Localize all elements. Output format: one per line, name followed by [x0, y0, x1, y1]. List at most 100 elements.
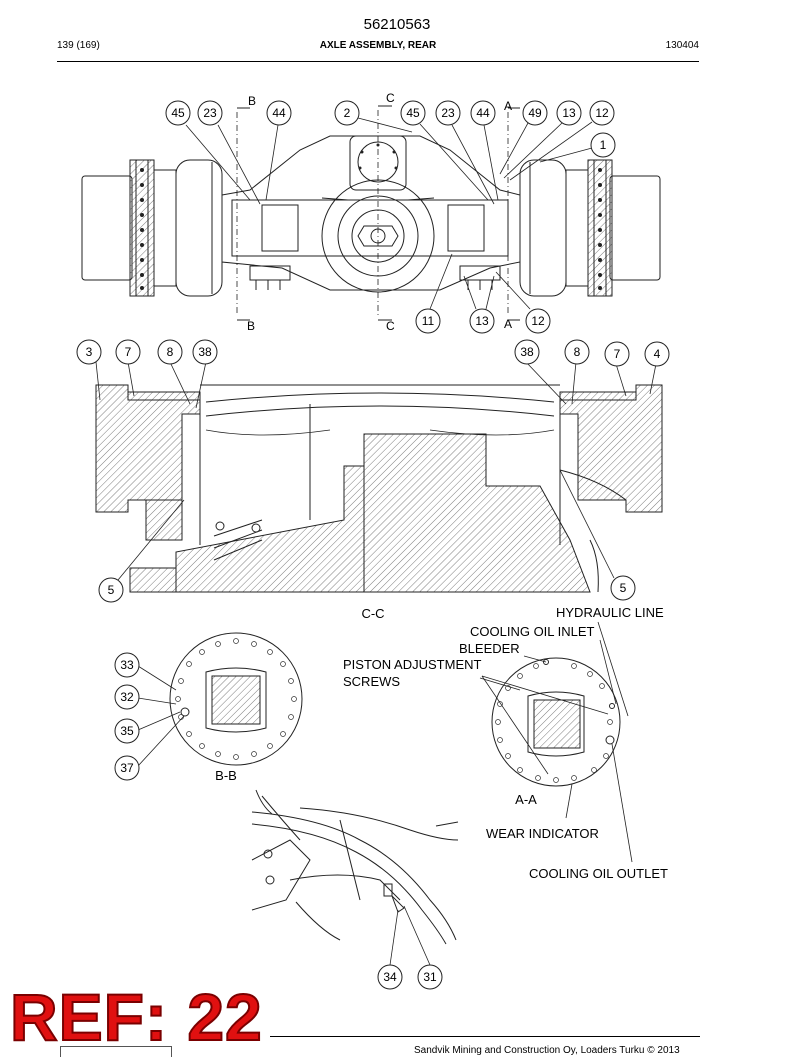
svg-text:5: 5 [620, 581, 627, 595]
callout-12-bottom: 12 [525, 308, 551, 334]
header-divider [57, 61, 699, 62]
section-arrows [237, 105, 520, 321]
leader-lines-middle [95, 361, 657, 581]
svg-text:5: 5 [108, 583, 115, 597]
callout-45-left: 45 [165, 100, 191, 126]
svg-text:7: 7 [614, 347, 621, 361]
callouts-middle: 3 7 8 38 38 8 7 4 5 5 [76, 339, 670, 603]
svg-text:44: 44 [476, 106, 490, 120]
callout-12-top: 12 [589, 100, 615, 126]
hub-bolts [140, 143, 602, 290]
callout-13-bottom: 13 [469, 308, 495, 334]
callout-45-right: 45 [400, 100, 426, 126]
doc-number: 56210563 [363, 16, 431, 33]
leader-lines-detail [389, 905, 431, 966]
page-title: AXLE ASSEMBLY, REAR [319, 40, 437, 51]
svg-text:13: 13 [562, 106, 576, 120]
svg-text:23: 23 [203, 106, 217, 120]
callouts-detail: 34 31 [377, 964, 443, 990]
callout-34: 34 [377, 964, 403, 990]
callout-8-right: 8 [564, 339, 590, 365]
callout-35: 35 [114, 718, 140, 744]
section-label-aa: A-A [515, 792, 537, 807]
svg-text:34: 34 [383, 970, 397, 984]
label-cooling-oil-inlet: COOLING OIL INLET [470, 624, 595, 639]
section-mark-a-top: A [504, 99, 512, 113]
svg-text:31: 31 [423, 970, 437, 984]
callout-7-right: 7 [604, 341, 630, 367]
axle-top-view [81, 135, 661, 297]
section-label-cc: C-C [361, 606, 384, 621]
callouts-top: 45 23 44 2 45 23 44 49 13 12 1 11 13 12 [165, 100, 616, 334]
section-aa-view [491, 657, 621, 787]
svg-text:35: 35 [120, 724, 134, 738]
section-bb-view [169, 632, 303, 766]
ref-stamp: REF: 22 [9, 980, 263, 1054]
callout-3: 3 [76, 339, 102, 365]
callout-38-right: 38 [514, 339, 540, 365]
svg-text:13: 13 [475, 314, 489, 328]
svg-text:7: 7 [125, 345, 132, 359]
aa-hole-ring [495, 663, 613, 783]
footer-divider [270, 1036, 700, 1037]
callout-31: 31 [417, 964, 443, 990]
svg-text:23: 23 [441, 106, 455, 120]
label-cooling-oil-outlet: COOLING OIL OUTLET [529, 866, 668, 881]
callout-11: 11 [415, 308, 441, 334]
section-mark-b-top: B [248, 94, 256, 108]
callouts-bb: 33 32 35 37 [114, 652, 140, 781]
callout-8-left: 8 [157, 339, 183, 365]
svg-text:32: 32 [120, 690, 134, 704]
svg-text:44: 44 [272, 106, 286, 120]
callout-13-top: 13 [556, 100, 582, 126]
page-reference: 139 (169) [57, 40, 100, 51]
callout-33: 33 [114, 652, 140, 678]
section-label-bb: B-B [215, 768, 237, 783]
callout-49: 49 [522, 100, 548, 126]
section-cc-view [95, 384, 663, 593]
callout-5-right: 5 [610, 575, 636, 601]
detail-view [251, 789, 459, 945]
svg-text:11: 11 [422, 314, 435, 328]
svg-text:1: 1 [600, 138, 607, 152]
svg-text:8: 8 [167, 345, 174, 359]
section-mark-c-bottom: C [386, 319, 395, 333]
label-piston-adjustment: PISTON ADJUSTMENT [343, 657, 482, 672]
callout-1: 1 [590, 132, 616, 158]
svg-text:45: 45 [171, 106, 185, 120]
svg-text:37: 37 [120, 761, 134, 775]
svg-text:33: 33 [120, 658, 134, 672]
section-lines [236, 110, 509, 316]
svg-text:38: 38 [520, 345, 534, 359]
callout-44-left: 44 [266, 100, 292, 126]
svg-text:45: 45 [406, 106, 420, 120]
callout-32: 32 [114, 684, 140, 710]
svg-text:49: 49 [528, 106, 542, 120]
callout-38-left: 38 [192, 339, 218, 365]
bb-hole-ring [175, 638, 297, 760]
leader-lines-bb [137, 665, 185, 767]
label-bleeder: BLEEDER [459, 641, 520, 656]
leader-lines-aa [479, 621, 633, 863]
callout-2: 2 [334, 100, 360, 126]
callout-37: 37 [114, 755, 140, 781]
callout-5-left: 5 [98, 577, 124, 603]
label-piston-adjustment-screws: SCREWS [343, 674, 400, 689]
svg-text:2: 2 [344, 106, 351, 120]
callout-23-left: 23 [197, 100, 223, 126]
section-mark-a-bottom: A [504, 317, 512, 331]
leader-lines-top [185, 117, 593, 310]
footer-copyright: Sandvik Mining and Construction Oy, Load… [414, 1045, 680, 1056]
callout-44-right: 44 [470, 100, 496, 126]
svg-text:8: 8 [574, 345, 581, 359]
callout-7-left: 7 [115, 339, 141, 365]
section-mark-b-bottom: B [247, 319, 255, 333]
svg-text:3: 3 [86, 345, 93, 359]
header-row: AXLE ASSEMBLY, REAR 139 (169) 130404 [57, 40, 699, 56]
callout-23-right: 23 [435, 100, 461, 126]
label-wear-indicator: WEAR INDICATOR [486, 826, 599, 841]
svg-text:12: 12 [531, 314, 545, 328]
svg-text:38: 38 [198, 345, 212, 359]
section-mark-c-top: C [386, 91, 395, 105]
